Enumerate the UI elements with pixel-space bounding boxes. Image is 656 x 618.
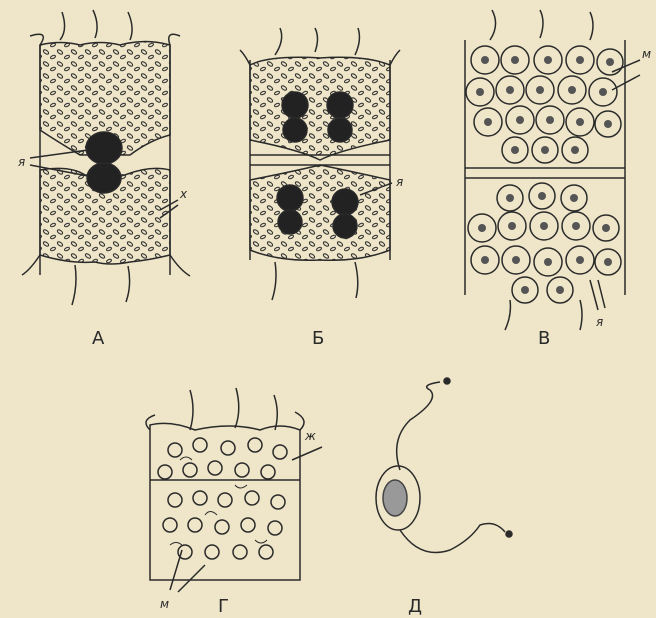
panel-b-nucleus-5 xyxy=(277,185,303,211)
panel-v-label: В xyxy=(538,328,550,349)
panel-b-nucleus-4 xyxy=(328,118,352,142)
panel-v-upper-nuclei xyxy=(476,56,614,154)
panel-b-spines-top xyxy=(275,28,359,55)
panel-b xyxy=(240,28,400,300)
panel-b-nucleus-6 xyxy=(332,189,358,215)
panel-b-nucleus-1 xyxy=(282,92,308,118)
panel-d-label: Д xyxy=(408,596,422,617)
panel-v xyxy=(465,10,640,330)
panel-b-nucleus-3 xyxy=(283,118,307,142)
panel-v-spines-top xyxy=(490,10,593,40)
panel-g-zoospores xyxy=(158,438,287,559)
panel-b-spines-bottom xyxy=(272,262,358,300)
panel-v-lower-cells xyxy=(468,183,621,303)
panel-a-spines-bottom xyxy=(72,265,130,305)
panel-d-flagellum-top xyxy=(397,382,440,470)
panel-g-flagellum-label: ж xyxy=(304,429,316,443)
panel-b-nucleus-label: я xyxy=(396,175,403,189)
panel-g-flagellum-arrow xyxy=(292,447,322,460)
panel-b-lower-cell xyxy=(250,165,390,260)
panel-d-zoospore-nucleus xyxy=(383,480,407,516)
panel-a-nucleus-bottom xyxy=(87,163,121,193)
panel-d xyxy=(376,378,512,553)
panel-v-nucleus-label: я xyxy=(596,315,603,329)
panel-v-lower-nuclei xyxy=(478,192,612,294)
panel-d-flagellum-bottom xyxy=(400,524,505,553)
panel-a xyxy=(22,10,190,305)
panel-b-nucleus-7 xyxy=(278,210,302,234)
panel-b-upper-cell xyxy=(250,57,390,160)
panel-g-spines xyxy=(190,388,277,430)
panel-d-flagellum-top-tip xyxy=(444,378,450,384)
panel-g-cell-label: м xyxy=(160,597,169,611)
panel-d-flagellum-bottom-tip xyxy=(506,531,512,537)
panel-a-chromatophore-label: х xyxy=(179,187,188,201)
panel-a-nucleus-label: я xyxy=(18,155,25,169)
panel-g-label: Г xyxy=(218,596,229,617)
panel-a-label: А xyxy=(92,328,105,349)
panel-g-cell-wall xyxy=(150,423,300,580)
panel-b-label: Б xyxy=(312,328,324,349)
panel-b-nucleus-8 xyxy=(333,214,357,238)
panel-v-nucleus-arrows xyxy=(590,280,605,310)
panel-v-cell-label: м xyxy=(642,47,651,61)
panel-b-nucleus-2 xyxy=(327,92,353,118)
panel-a-spines-top xyxy=(60,10,132,40)
panel-g-cell-arrows xyxy=(170,550,205,592)
panel-v-spines-bottom xyxy=(505,300,582,330)
panel-v-upper-cells xyxy=(466,46,623,163)
panel-g-horns xyxy=(146,412,304,430)
panel-a-nucleus-top xyxy=(86,132,122,164)
panel-g xyxy=(146,388,322,592)
